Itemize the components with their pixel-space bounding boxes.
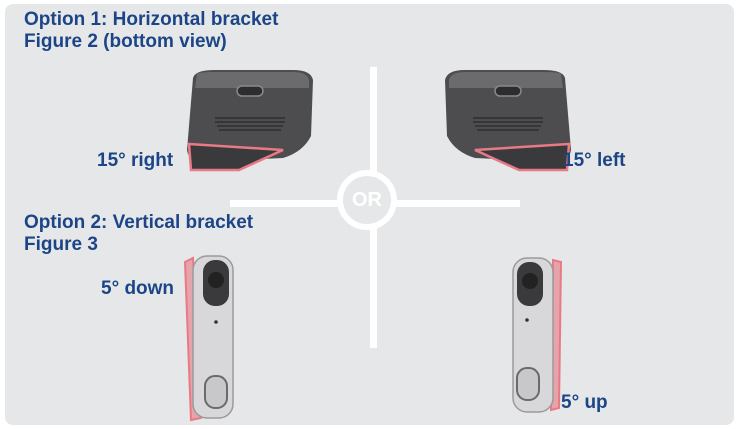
option1-title: Option 1: Horizontal bracket	[24, 9, 279, 30]
tilt-label-15-left: 15° left	[563, 150, 626, 171]
tilt-label-15-right: 15° right	[97, 150, 174, 171]
option1-heading: Option 1: Horizontal bracket Figure 2 (b…	[24, 9, 278, 53]
doorbell-bottom-view-right-illustration	[187, 70, 313, 172]
doorbell-bottom-view-left-illustration	[445, 70, 571, 172]
instruction-panel: Option 1: Horizontal bracket Figure 2 (b…	[5, 4, 734, 425]
or-divider: OR	[337, 170, 397, 230]
option2-figure-caption: Figure 3	[24, 234, 98, 255]
doorbell-front-down-illustration	[183, 255, 234, 422]
doorbell-front-up-illustration	[512, 257, 563, 413]
tilt-label-5-up: 5° up	[561, 392, 608, 413]
tilt-label-5-down: 5° down	[101, 278, 175, 299]
option2-heading: Option 2: Vertical bracket Figure 3	[24, 212, 253, 256]
option1-figure-caption: Figure 2 (bottom view)	[24, 31, 227, 52]
option2-title: Option 2: Vertical bracket	[24, 212, 254, 233]
or-label: OR	[352, 189, 382, 211]
